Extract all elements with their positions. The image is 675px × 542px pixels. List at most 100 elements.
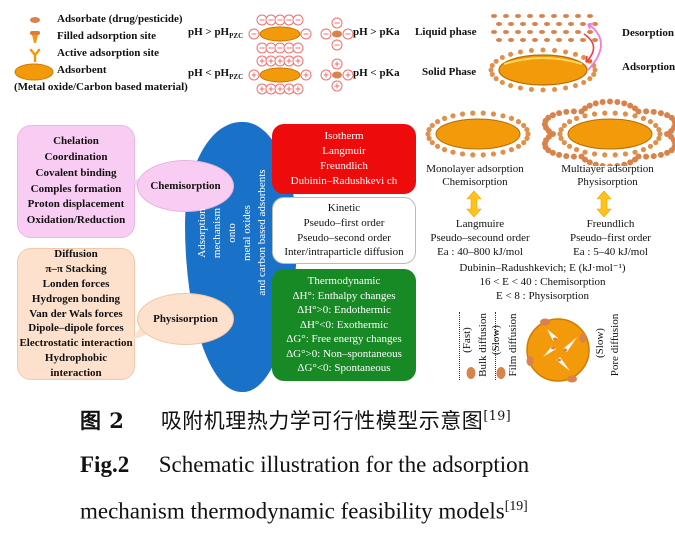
active-site-icon (508, 51, 514, 57)
chem-item: Oxidation/Reduction (26, 214, 126, 227)
freundlich-order: Pseudo–first order (570, 231, 651, 244)
filled-site-icon (434, 119, 441, 125)
active-site-icon (581, 55, 587, 61)
active-site-icon (563, 85, 569, 91)
langmuir-info: Langmuire Pseudo–secound order Ea : 40–8… (415, 218, 545, 259)
thermo-line: Thermodynamic (307, 275, 381, 288)
adsorbate-icon (515, 30, 521, 34)
ph-gt-pzc-label: pH > pHPZC (188, 26, 243, 40)
ph-gt-pka-label: pH > pKa (353, 26, 400, 38)
thermo-line: ΔH°>0: Endothermic (297, 304, 391, 317)
legend-icons (14, 17, 54, 81)
adsorbate-icon (544, 38, 550, 42)
filled-site-icon (426, 127, 432, 133)
phys-item: Diffusion (54, 248, 98, 261)
physisorption-bubble: Physisorption (137, 293, 234, 345)
adsorbate-icon (575, 30, 581, 34)
adsorbate-icon (527, 30, 533, 34)
desorption-adsorption-arrows (583, 23, 602, 71)
isotherm-line: Dubinin–Radushkevi ch (290, 174, 398, 187)
adsorbate-icon (563, 153, 570, 160)
active-site-icon (499, 79, 505, 85)
adsorbate-icon (592, 22, 598, 26)
pore-adsorbate-icons (526, 318, 587, 383)
adsorbate-icon (545, 114, 552, 121)
positive-charge-icon (342, 69, 354, 81)
caption-english-line1: Fig.2 Schematic illustration for the ads… (80, 452, 529, 478)
pzc-sub: PZC (229, 32, 244, 41)
adsorbate-icon (586, 102, 593, 109)
filled-site-icon (591, 151, 598, 157)
adsorbate-icon (650, 153, 657, 160)
filled-site-icon (612, 152, 618, 158)
double-arrow-icon (466, 190, 482, 218)
positive-charge-icon (320, 69, 332, 81)
adsorbate-icon (650, 108, 657, 115)
film-boundary-line (495, 312, 496, 380)
adsorbate-icon (570, 108, 577, 115)
adsorbate-icon (621, 161, 628, 166)
adsorbate-icon (586, 159, 593, 166)
filled-site-icon (612, 110, 618, 116)
phys-item: Electrostatic interaction (19, 337, 133, 350)
active-site-icon (552, 86, 558, 92)
filled-site-icon (450, 149, 456, 155)
filled-site-icon (632, 113, 638, 119)
langmuir-model: Langmuire (455, 218, 505, 230)
kinetic-line: Pseudo–second order (297, 231, 391, 244)
positive-charge-icon (283, 83, 295, 95)
double-arrow-icon (596, 190, 612, 218)
filled-site-icon (426, 135, 432, 141)
filled-site-icon (480, 110, 486, 116)
filled-site-icon (429, 122, 435, 129)
filled-site-icon (490, 111, 497, 117)
active-site-icon (591, 71, 597, 77)
active-site-icon (517, 49, 523, 55)
phys-item: Hydrogen bonding (31, 292, 121, 305)
adsorbate-icon (515, 14, 521, 18)
center-line: Adsorption (196, 208, 208, 258)
filled-site-icon (441, 147, 448, 153)
adsorbate-icon (503, 14, 509, 18)
filled-site-icon (566, 119, 573, 125)
adsorbate-icon (556, 151, 563, 158)
filled-site-icon (30, 31, 40, 43)
film-adsorbate-icon (496, 367, 506, 379)
adsorbate-icon (580, 38, 586, 42)
liquid-phase-label: Liquid phase (415, 26, 477, 38)
adsorbate-icon (570, 153, 577, 160)
langmuir-order: Pseudo–secound order (430, 231, 530, 244)
active-site-icon (587, 76, 593, 82)
adsorbate-icon (568, 22, 574, 26)
negative-charge-icon (292, 14, 304, 26)
highlight (503, 57, 583, 65)
phys-item: Londen forces (42, 277, 110, 290)
filled-site-icon (470, 152, 476, 158)
adsorbate-icon (508, 38, 514, 42)
filled-site-icon (640, 147, 647, 153)
phys-item: Dipole–dipole forces (28, 322, 124, 335)
adsorbate-icon (614, 98, 621, 105)
active-site-icon (517, 85, 523, 91)
dr-info: Dubinin–Radushkevich; E (kJ·mol⁻¹) 16 < … (430, 262, 655, 303)
pzc-sub: PZC (229, 73, 244, 82)
adsorbate-icon (664, 149, 671, 156)
dr-line: 16 < E < 40 : Chemisorption (479, 275, 606, 288)
filled-site-icon (561, 139, 567, 146)
monolayer-labels: Monolayer adsorption Chemisorption (420, 163, 530, 189)
adsorbate-icon (496, 38, 502, 42)
active-site-icon (508, 83, 514, 89)
adsorbate-icon (614, 163, 621, 166)
filled-site-icon (521, 122, 527, 129)
desorption-label: Desorption (622, 27, 674, 39)
adsorbate-icon (563, 108, 570, 115)
adsorbate-icon (592, 38, 598, 42)
freundlich-model: Freundlich (586, 218, 635, 230)
adsorbate-icon (563, 30, 569, 34)
adsorbate-icon (578, 153, 585, 160)
adsorbate-icon (556, 110, 563, 117)
filled-site-icon (434, 143, 441, 149)
adsorbate-dot-icon (30, 17, 40, 23)
active-site-icon (528, 86, 534, 92)
adsorbate-icon (551, 30, 557, 34)
